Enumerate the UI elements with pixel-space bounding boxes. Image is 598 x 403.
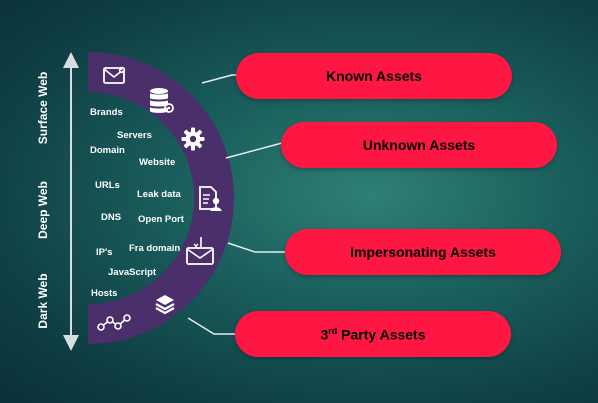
impersonating-assets-pill: Impersonating Assets <box>285 229 561 275</box>
known-assets-label: Known Assets <box>326 68 422 84</box>
known-assets-pill: Known Assets <box>236 53 512 99</box>
keyword-urls: URLs <box>95 180 120 191</box>
keyword-website: Website <box>139 157 176 168</box>
dark-web-label: Dark Web <box>36 273 50 329</box>
web-layers-arc <box>88 52 234 344</box>
keyword-brands: Brands <box>90 107 123 118</box>
keyword-servers: Servers <box>117 130 152 141</box>
keyword-javascript: JavaScript <box>108 267 157 278</box>
keyword-ips: IP's <box>96 247 113 258</box>
third-party-assets-label: 3rd Party Assets <box>320 325 426 343</box>
unknown-assets-label: Unknown Assets <box>362 137 476 153</box>
email-image-icon <box>103 66 126 84</box>
keyword-open-port: Open Port <box>138 214 184 225</box>
deep-web-label: Deep Web <box>36 181 50 239</box>
surface-web-label: Surface Web <box>36 71 50 145</box>
keyword-fra-domain: Fra domain <box>129 243 181 254</box>
keyword-hosts: Hosts <box>91 288 118 299</box>
connector-unknown <box>225 142 288 159</box>
database-icon <box>150 88 174 113</box>
keyword-domain: Domain <box>90 145 125 156</box>
document-user-icon <box>199 186 222 211</box>
network-nodes-icon <box>97 314 131 331</box>
connector-impersonating <box>227 242 288 253</box>
connector-third-party <box>187 317 238 335</box>
impersonating-assets-label: Impersonating Assets <box>350 244 496 260</box>
keyword-dns: DNS <box>101 212 122 223</box>
gear-icon <box>181 127 205 151</box>
connector-known <box>201 74 238 84</box>
unknown-assets-pill: Unknown Assets <box>281 122 557 168</box>
keyword-leak-data: Leak data <box>137 189 181 200</box>
phishing-envelope-icon <box>186 237 214 265</box>
layers-icon <box>155 295 175 315</box>
third-party-assets-pill: 3rd Party Assets <box>235 311 511 357</box>
